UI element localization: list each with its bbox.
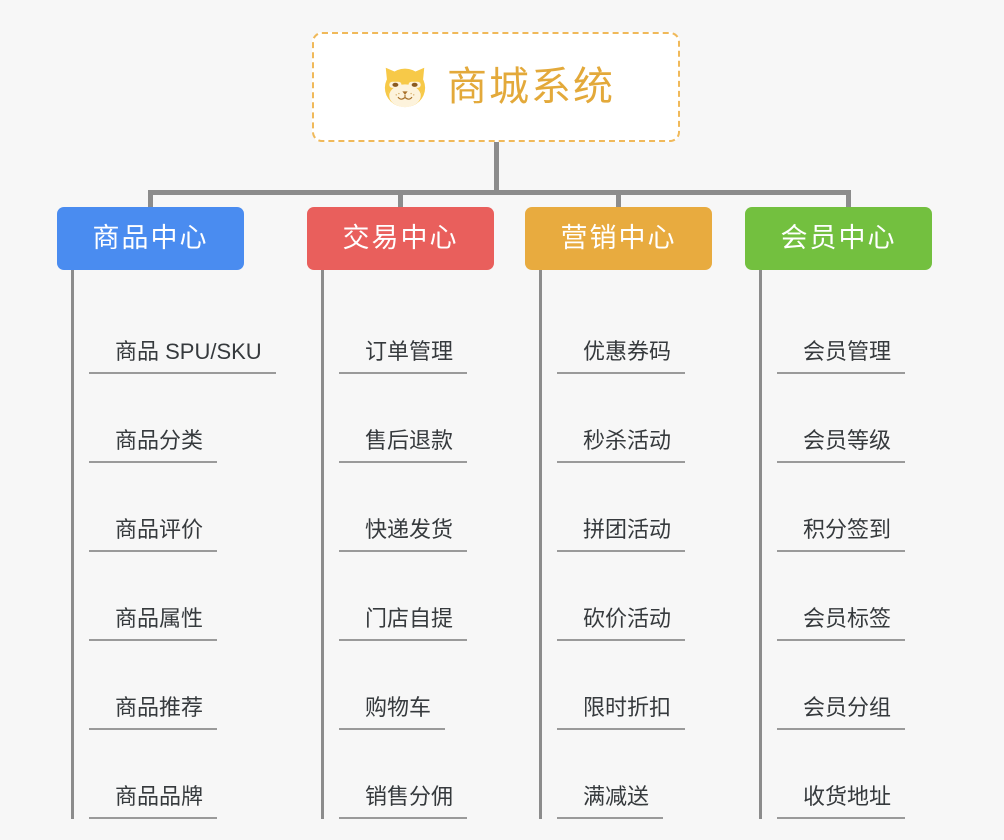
leaf-label: 砍价活动 bbox=[557, 608, 686, 641]
leaf-label: 快递发货 bbox=[339, 519, 468, 552]
leaf-label: 订单管理 bbox=[339, 341, 468, 374]
leaf-label: 收货地址 bbox=[777, 786, 906, 819]
leaf-label: 会员管理 bbox=[777, 341, 906, 374]
list-item[interactable]: 商品品牌 bbox=[89, 730, 244, 819]
list-item[interactable]: 购物车 bbox=[339, 641, 494, 730]
leaf-label: 售后退款 bbox=[339, 430, 468, 463]
leaf-label: 限时折扣 bbox=[557, 697, 686, 730]
branch-column-3: 营销中心 优惠券码 秒杀活动 拼团活动 砍价活动 限时折扣 满减送 bbox=[525, 207, 712, 819]
category-header-4-label: 会员中心 bbox=[780, 223, 897, 253]
leaf-list-3: 优惠券码 秒杀活动 拼团活动 砍价活动 限时折扣 满减送 bbox=[539, 270, 712, 819]
category-header-3-label: 营销中心 bbox=[560, 223, 677, 253]
leaf-label: 积分签到 bbox=[777, 519, 906, 552]
leaf-label: 会员标签 bbox=[777, 608, 906, 641]
category-header-3[interactable]: 营销中心 bbox=[525, 207, 712, 270]
root-node-mall-system[interactable]: 商城系统 bbox=[312, 32, 680, 142]
leaf-label: 购物车 bbox=[339, 697, 446, 730]
leaf-label: 商品 SPU/SKU bbox=[89, 341, 276, 374]
connector-drop-2 bbox=[398, 190, 403, 210]
leaf-label: 商品推荐 bbox=[89, 697, 218, 730]
leaf-label: 会员等级 bbox=[777, 430, 906, 463]
list-item[interactable]: 收货地址 bbox=[777, 730, 932, 819]
list-item[interactable]: 售后退款 bbox=[339, 374, 494, 463]
leaf-label: 门店自提 bbox=[339, 608, 468, 641]
list-item[interactable]: 销售分佣 bbox=[339, 730, 494, 819]
category-header-4[interactable]: 会员中心 bbox=[745, 207, 932, 270]
leaf-list-2: 订单管理 售后退款 快递发货 门店自提 购物车 销售分佣 bbox=[321, 270, 494, 819]
leaf-label: 满减送 bbox=[557, 786, 664, 819]
list-item[interactable]: 订单管理 bbox=[339, 285, 494, 374]
list-item[interactable]: 积分签到 bbox=[777, 463, 932, 552]
list-item[interactable]: 会员管理 bbox=[777, 285, 932, 374]
connector-root-stem bbox=[494, 142, 499, 192]
list-item[interactable]: 会员标签 bbox=[777, 552, 932, 641]
category-header-2[interactable]: 交易中心 bbox=[307, 207, 494, 270]
list-item[interactable]: 会员等级 bbox=[777, 374, 932, 463]
list-item[interactable]: 商品推荐 bbox=[89, 641, 244, 730]
list-item[interactable]: 拼团活动 bbox=[557, 463, 712, 552]
list-item[interactable]: 快递发货 bbox=[339, 463, 494, 552]
list-item[interactable]: 商品分类 bbox=[89, 374, 244, 463]
leaf-label: 会员分组 bbox=[777, 697, 906, 730]
leaf-list-1: 商品 SPU/SKU 商品分类 商品评价 商品属性 商品推荐 商品品牌 bbox=[71, 270, 276, 819]
list-item[interactable]: 砍价活动 bbox=[557, 552, 712, 641]
leaf-list-4: 会员管理 会员等级 积分签到 会员标签 会员分组 收货地址 bbox=[759, 270, 932, 819]
list-item[interactable]: 优惠券码 bbox=[557, 285, 712, 374]
branch-column-1: 商品中心 商品 SPU/SKU 商品分类 商品评价 商品属性 商品推荐 商品品牌 bbox=[57, 207, 276, 819]
shiba-dog-icon bbox=[384, 67, 426, 108]
list-item[interactable]: 秒杀活动 bbox=[557, 374, 712, 463]
list-item[interactable]: 限时折扣 bbox=[557, 641, 712, 730]
category-header-1[interactable]: 商品中心 bbox=[57, 207, 244, 270]
connector-drop-4 bbox=[846, 190, 851, 210]
category-header-1-label: 商品中心 bbox=[92, 223, 209, 253]
list-item[interactable]: 门店自提 bbox=[339, 552, 494, 641]
category-header-2-label: 交易中心 bbox=[342, 223, 459, 253]
leaf-label: 销售分佣 bbox=[339, 786, 468, 819]
root-title: 商城系统 bbox=[447, 65, 615, 109]
list-item[interactable]: 商品 SPU/SKU bbox=[89, 285, 276, 374]
leaf-label: 商品品牌 bbox=[89, 786, 218, 819]
leaf-label: 秒杀活动 bbox=[557, 430, 686, 463]
connector-horizontal-bus bbox=[148, 190, 851, 195]
leaf-label: 商品分类 bbox=[89, 430, 218, 463]
list-item[interactable]: 会员分组 bbox=[777, 641, 932, 730]
branch-column-2: 交易中心 订单管理 售后退款 快递发货 门店自提 购物车 销售分佣 bbox=[307, 207, 494, 819]
leaf-label: 商品属性 bbox=[89, 608, 218, 641]
leaf-label: 优惠券码 bbox=[557, 341, 686, 374]
branch-column-4: 会员中心 会员管理 会员等级 积分签到 会员标签 会员分组 收货地址 bbox=[745, 207, 932, 819]
list-item[interactable]: 满减送 bbox=[557, 730, 712, 819]
connector-drop-1 bbox=[148, 190, 153, 210]
list-item[interactable]: 商品属性 bbox=[89, 552, 244, 641]
list-item[interactable]: 商品评价 bbox=[89, 463, 244, 552]
leaf-label: 拼团活动 bbox=[557, 519, 686, 552]
connector-drop-3 bbox=[616, 190, 621, 210]
leaf-label: 商品评价 bbox=[89, 519, 218, 552]
